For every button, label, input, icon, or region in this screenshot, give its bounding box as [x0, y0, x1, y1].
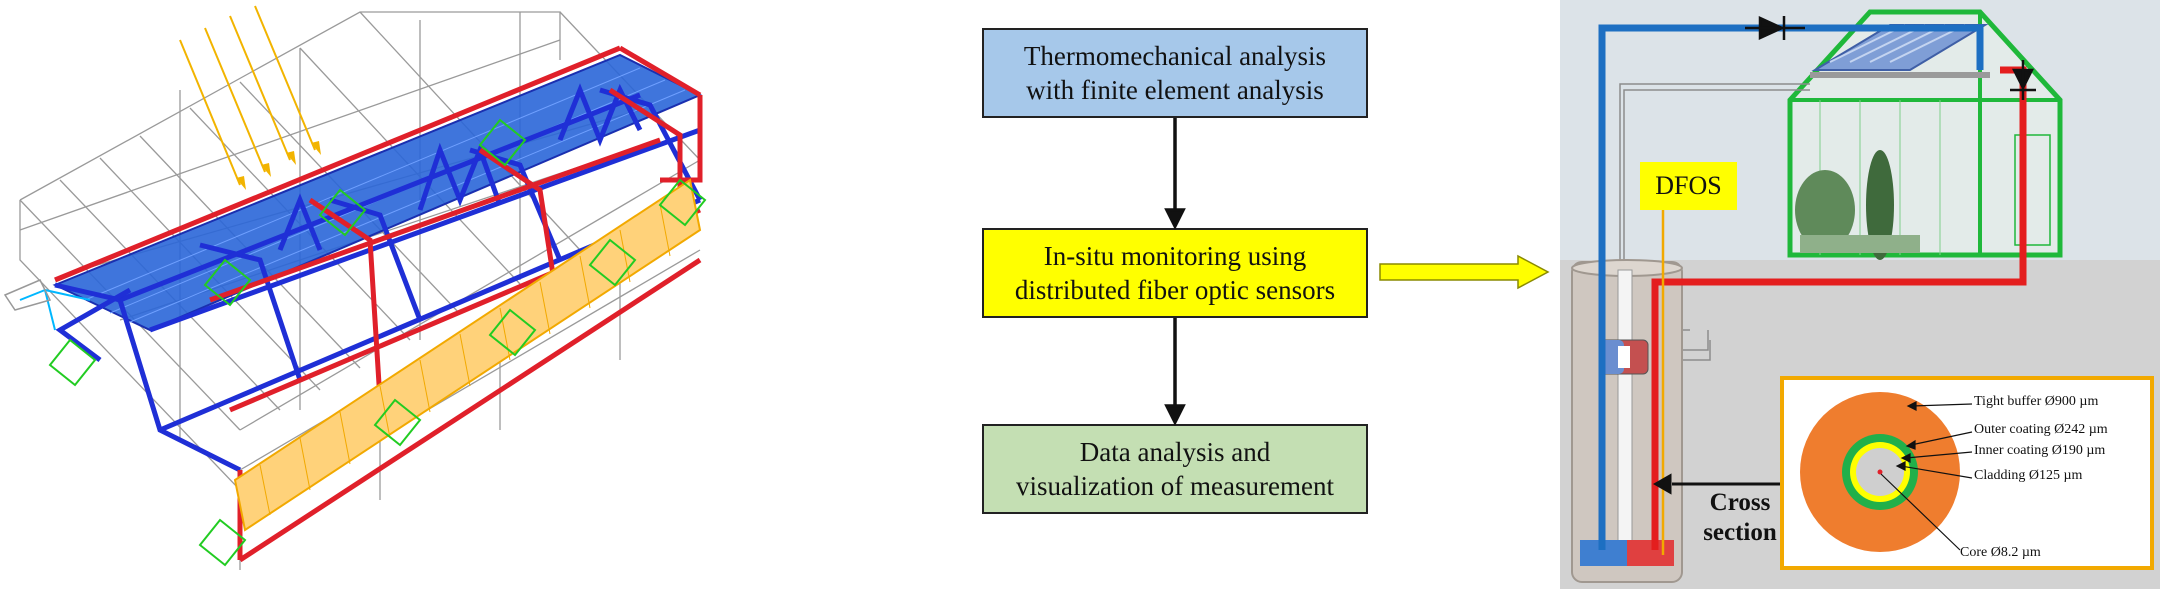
dfos-label: DFOS [1655, 171, 1722, 200]
flow-step-fe-analysis: Thermomechanical analysis with finite el… [982, 28, 1368, 118]
cross-section-arrow [1652, 473, 1780, 495]
diode-icon-top [1745, 16, 1805, 40]
label-outer-coating: Outer coating Ø242 µm [1974, 422, 2108, 437]
blue-trusses [54, 83, 703, 473]
dfos-label-box: DFOS [1640, 162, 1737, 210]
label-core: Core Ø8.2 µm [1960, 545, 2041, 560]
flowchart: Thermomechanical analysis with finite el… [960, 0, 1400, 589]
flow-step3-line2: visualization of measurement [1016, 471, 1334, 501]
cross-section-label-line2: section [1703, 519, 1777, 546]
label-cladding: Cladding Ø125 µm [1974, 468, 2083, 483]
flow-step3-line1: Data analysis and [1079, 437, 1271, 467]
core-dot [1877, 469, 1883, 475]
label-inner-coating: Inner coating Ø190 µm [1974, 443, 2106, 458]
trees-icon [1795, 150, 1920, 260]
sun-rays [179, 5, 316, 186]
fe-structure-model [0, 0, 720, 589]
foundation-strip [233, 178, 702, 532]
diode-icon-right [2010, 60, 2036, 100]
flow-step-data-analysis: Data analysis and visualization of measu… [982, 424, 1368, 514]
system-schematic: DFOS Cross section Tight buffer Ø900 µm … [1560, 0, 2160, 589]
flow-arrowhead-1 [1164, 208, 1186, 230]
flow-step1-line1: Thermomechanical analysis [1023, 41, 1327, 71]
label-tight-buffer: Tight buffer Ø900 µm [1974, 394, 2099, 409]
green-supports [48, 118, 707, 567]
red-members [54, 45, 703, 563]
flow-step2-line2: distributed fiber optic sensors [1014, 275, 1336, 305]
flow-step2-line1: In-situ monitoring using [1043, 241, 1307, 271]
connector-arrow [1379, 254, 1550, 290]
fe-model-svg [3, 5, 707, 570]
flow-arrowhead-2 [1164, 404, 1186, 426]
flow-arrows [1164, 118, 1186, 426]
system-schematic-svg [1560, 0, 2160, 589]
axis-glyph [19, 289, 91, 331]
borehole-tank [1571, 259, 1683, 583]
flow-step1-line2: with finite element analysis [1026, 75, 1324, 105]
cross-section-label-line1: Cross [1709, 489, 1771, 516]
cable-cross-section-inset [1780, 376, 2154, 570]
cross-section-label: Cross section [1700, 488, 1780, 548]
